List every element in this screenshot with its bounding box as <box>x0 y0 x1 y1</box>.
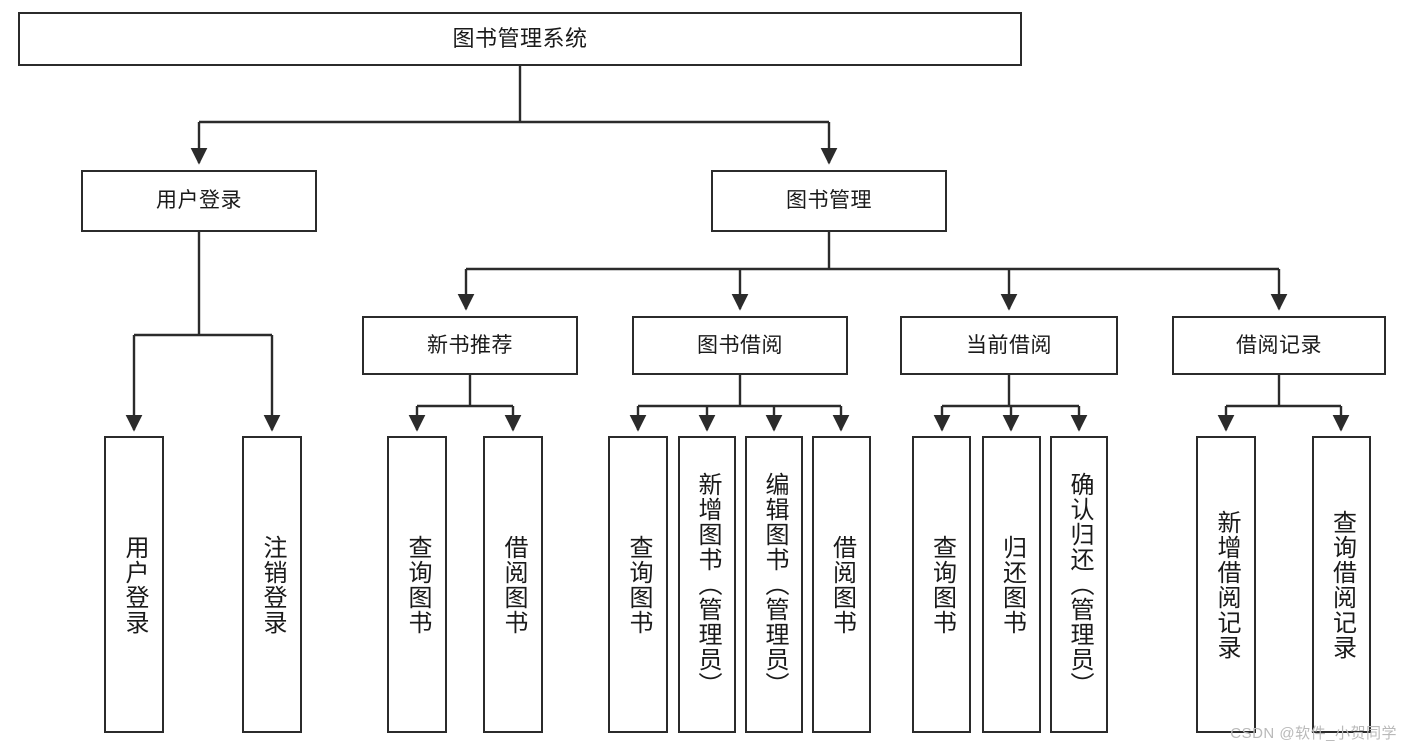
leaf-node-label: 借阅图书 <box>499 534 527 635</box>
leaf-node-label: 查询借阅记录 <box>1328 509 1356 660</box>
leaf-node-label: 注销登录 <box>258 534 286 635</box>
leaf-node[interactable]: 查询图书 <box>912 436 971 733</box>
leaf-node-label: 新增借阅记录 <box>1212 509 1240 660</box>
leaf-node-label: 确认归还（管理员） <box>1065 472 1093 697</box>
leaf-node-label: 归还图书 <box>998 534 1026 635</box>
node-new-book-recommend-label: 新书推荐 <box>427 333 513 357</box>
node-user-login[interactable]: 用户登录 <box>81 170 317 232</box>
leaf-node[interactable]: 注销登录 <box>242 436 302 733</box>
leaf-node[interactable]: 归还图书 <box>982 436 1041 733</box>
leaf-node-label: 用户登录 <box>120 534 148 635</box>
node-current-borrow-label: 当前借阅 <box>966 333 1052 357</box>
node-root[interactable]: 图书管理系统 <box>18 12 1022 66</box>
leaf-node-label: 借阅图书 <box>828 534 856 635</box>
leaf-node-label: 查询图书 <box>403 534 431 635</box>
node-book-borrow[interactable]: 图书借阅 <box>632 316 848 375</box>
node-current-borrow[interactable]: 当前借阅 <box>900 316 1118 375</box>
leaf-node[interactable]: 查询借阅记录 <box>1312 436 1371 733</box>
leaf-node[interactable]: 查询图书 <box>387 436 447 733</box>
node-user-login-label: 用户登录 <box>156 189 242 213</box>
leaf-node[interactable]: 确认归还（管理员） <box>1050 436 1108 733</box>
leaf-node-label: 编辑图书（管理员） <box>760 472 788 697</box>
node-borrow-record[interactable]: 借阅记录 <box>1172 316 1386 375</box>
leaf-node-label: 查询图书 <box>928 534 956 635</box>
node-book-borrow-label: 图书借阅 <box>697 333 783 357</box>
node-borrow-record-label: 借阅记录 <box>1236 333 1322 357</box>
node-book-management-label: 图书管理 <box>786 189 872 213</box>
leaf-node[interactable]: 新增借阅记录 <box>1196 436 1256 733</box>
leaf-node[interactable]: 借阅图书 <box>483 436 543 733</box>
leaf-node[interactable]: 用户登录 <box>104 436 164 733</box>
leaf-node[interactable]: 借阅图书 <box>812 436 871 733</box>
leaf-node[interactable]: 编辑图书（管理员） <box>745 436 803 733</box>
node-new-book-recommend[interactable]: 新书推荐 <box>362 316 578 375</box>
node-root-label: 图书管理系统 <box>452 25 588 51</box>
leaf-node[interactable]: 新增图书（管理员） <box>678 436 736 733</box>
leaf-node-label: 查询图书 <box>624 534 652 635</box>
leaf-node[interactable]: 查询图书 <box>608 436 668 733</box>
node-book-management[interactable]: 图书管理 <box>711 170 947 232</box>
leaf-node-label: 新增图书（管理员） <box>693 472 721 697</box>
